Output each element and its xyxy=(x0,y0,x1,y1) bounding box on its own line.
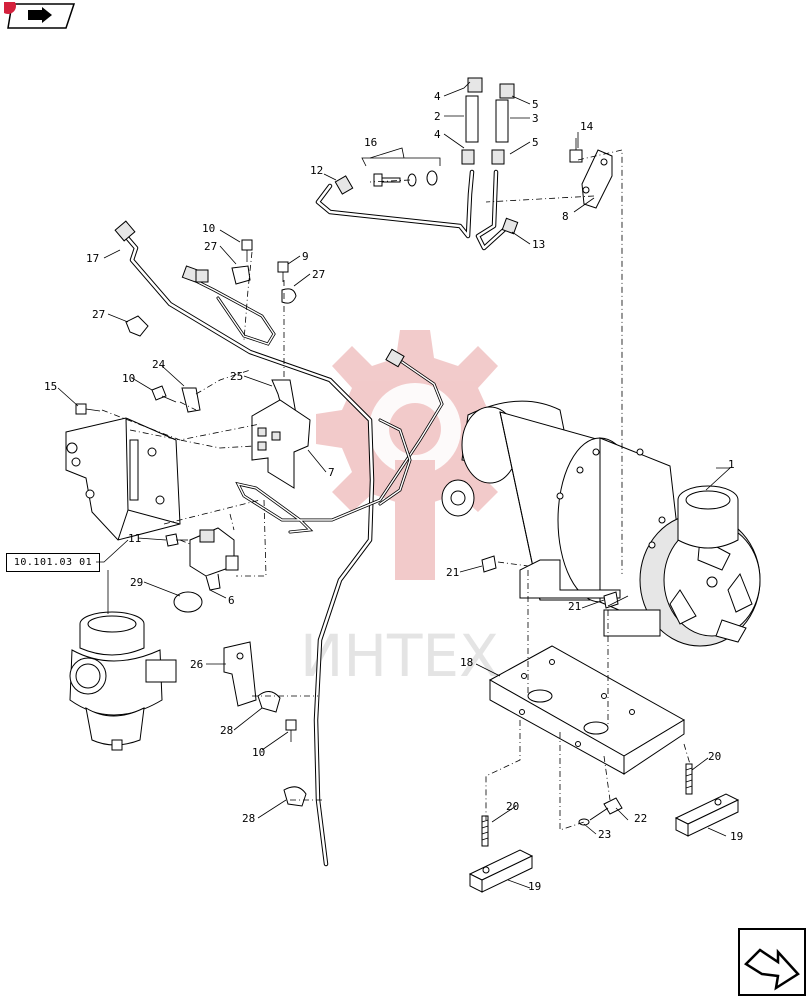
callout-15: 15 xyxy=(44,380,57,393)
watermark-text: ИНТЕХ xyxy=(300,622,499,690)
mounting-plate xyxy=(488,645,685,775)
callout-19b: 19 xyxy=(730,830,743,843)
callout-13: 13 xyxy=(532,238,545,251)
bolt-16 xyxy=(373,170,438,187)
pressure-sensor-6 xyxy=(189,527,239,591)
callout-5a: 5 xyxy=(532,98,539,111)
o-ring-29 xyxy=(173,591,203,613)
callout-8: 8 xyxy=(562,210,569,223)
mounting-block-left xyxy=(468,849,534,893)
callout-29: 29 xyxy=(130,576,143,589)
return-arrow-icon xyxy=(744,948,800,991)
washer-23 xyxy=(578,818,590,826)
watermark-logo: ИНТЕХ xyxy=(300,330,514,690)
clip-27-b xyxy=(281,288,297,304)
callout-18: 18 xyxy=(460,656,473,669)
callout-11: 11 xyxy=(128,532,141,545)
filter-assembly xyxy=(69,611,177,751)
callout-19a: 19 xyxy=(528,880,541,893)
callout-27c: 27 xyxy=(92,308,105,321)
stud-right xyxy=(685,763,693,795)
previous-page-button[interactable] xyxy=(0,0,76,30)
bracket-26 xyxy=(223,641,257,707)
scr-canister xyxy=(441,400,761,647)
sensor-plate-7 xyxy=(251,399,311,489)
callout-14: 14 xyxy=(580,120,594,133)
callout-20b: 20 xyxy=(708,750,721,763)
arrow-right-icon xyxy=(28,7,52,23)
callout-22: 22 xyxy=(634,812,647,825)
callout-27a: 27 xyxy=(204,240,217,253)
callout-27b: 27 xyxy=(312,268,325,281)
assembly-lines xyxy=(101,149,691,831)
callout-23: 23 xyxy=(598,828,611,841)
callout-5b: 5 xyxy=(532,136,539,149)
callout-28b: 28 xyxy=(242,812,255,825)
next-page-button[interactable] xyxy=(738,928,806,996)
support-bracket xyxy=(65,417,181,541)
dosing-tube-assembly xyxy=(315,77,519,251)
callout-21a: 21 xyxy=(446,566,459,579)
clip-27-a xyxy=(231,265,251,285)
mounting-block-right xyxy=(674,793,740,837)
callout-20a: 20 xyxy=(506,800,519,813)
sensor-bracket xyxy=(581,149,613,209)
nut-21-b xyxy=(603,591,619,609)
bolt-10-a xyxy=(241,239,253,262)
callout-28a: 28 xyxy=(220,724,233,737)
callout-2: 2 xyxy=(434,110,441,123)
callout-26: 26 xyxy=(190,658,203,671)
callout-21b: 21 xyxy=(568,600,581,613)
callout-10a: 10 xyxy=(202,222,215,235)
callout-1: 1 xyxy=(728,458,735,471)
bolt-15 xyxy=(75,403,101,415)
reference-link[interactable]: 10.101.03 01 xyxy=(6,553,100,572)
callout-3: 3 xyxy=(532,112,539,125)
bracket-24 xyxy=(181,387,201,413)
callout-10c: 10 xyxy=(252,746,265,759)
callout-17: 17 xyxy=(86,252,99,265)
bolt-14 xyxy=(569,138,583,163)
bolt-11 xyxy=(165,533,188,547)
callout-24: 24 xyxy=(152,358,166,371)
callout-4a: 4 xyxy=(434,90,441,103)
callout-12: 12 xyxy=(310,164,323,177)
callout-10b: 10 xyxy=(122,372,135,385)
leader-lines xyxy=(57,81,732,889)
bolt-9 xyxy=(277,261,289,282)
clamp-28-b xyxy=(283,786,307,807)
callout-9: 9 xyxy=(302,250,309,263)
callout-25: 25 xyxy=(230,370,243,383)
callout-16: 16 xyxy=(364,136,377,149)
callout-7: 7 xyxy=(328,466,335,479)
clip-27-c xyxy=(125,315,149,337)
bolt-10-c xyxy=(285,719,297,742)
callout-4b: 4 xyxy=(434,128,441,141)
nut-21-a xyxy=(481,555,497,573)
callout-6: 6 xyxy=(228,594,235,607)
callout-labels: 1 2 3 4 4 5 5 6 7 8 9 10 10 10 11 12 13 … xyxy=(44,90,743,893)
clamp-28-a xyxy=(257,691,281,713)
page-badge-icon xyxy=(0,0,16,14)
bolt-10-b xyxy=(151,385,177,403)
main-harness xyxy=(114,220,444,867)
stud-left xyxy=(481,815,489,847)
